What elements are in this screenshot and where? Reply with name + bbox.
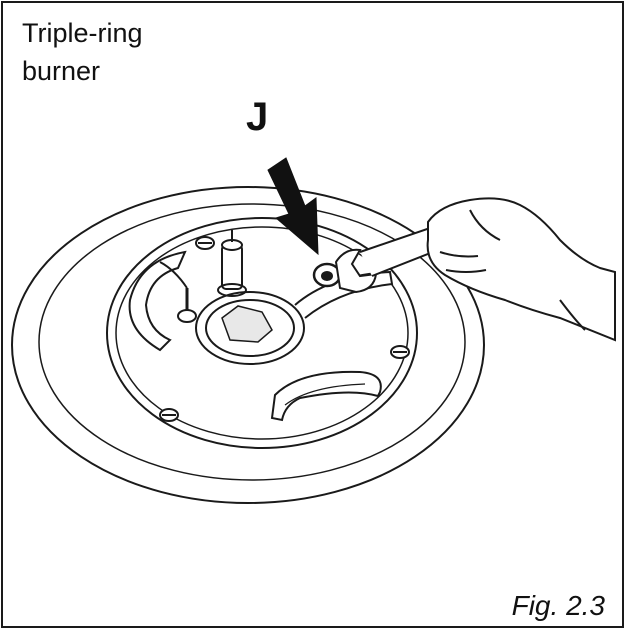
screw-right	[390, 345, 410, 359]
nut-j	[312, 262, 342, 288]
thermocouple	[159, 261, 197, 323]
screw-top-left	[195, 236, 215, 250]
ignition-electrode	[217, 230, 247, 297]
figure-title: Triple-ring burner	[22, 14, 143, 90]
title-line-1: Triple-ring	[22, 18, 143, 48]
hand	[426, 197, 616, 342]
title-line-2: burner	[22, 56, 101, 86]
callout-label-j: J	[246, 95, 269, 139]
callout-arrow	[267, 157, 319, 256]
center-hole	[195, 291, 305, 365]
figure-number: Fig. 2.3	[511, 590, 605, 621]
lower-slot	[270, 370, 382, 422]
outer-ring	[11, 186, 485, 504]
left-slot	[128, 250, 187, 352]
screw-bottom-left	[159, 408, 179, 422]
